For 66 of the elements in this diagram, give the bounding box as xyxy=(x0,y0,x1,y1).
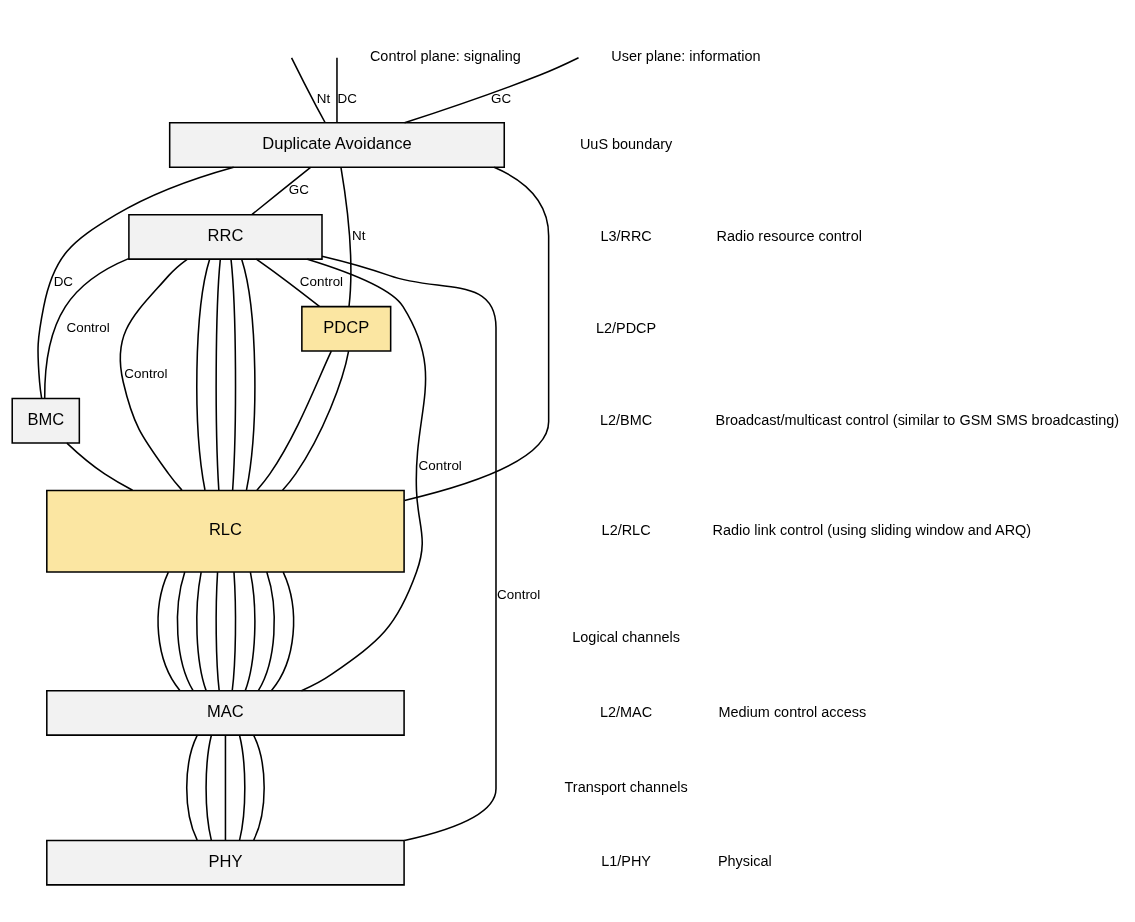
label: Transport channels xyxy=(564,778,688,795)
connector xyxy=(215,570,220,691)
connector xyxy=(157,570,181,691)
connector xyxy=(224,734,227,841)
connector xyxy=(336,56,338,124)
label: User plane: information xyxy=(611,47,761,64)
edge-label: DC xyxy=(53,273,74,289)
connector xyxy=(300,257,427,691)
edge-label: Control xyxy=(497,586,541,602)
connector xyxy=(290,56,326,123)
connector xyxy=(66,441,134,491)
edge-label: GC xyxy=(288,181,309,197)
label: UuS boundary xyxy=(579,135,673,152)
connector xyxy=(215,258,222,491)
connector xyxy=(255,257,321,307)
label: L2/BMC xyxy=(600,411,653,428)
label: L2/PDCP xyxy=(596,319,657,336)
label: L1/PHY xyxy=(601,852,651,869)
connector xyxy=(238,734,246,841)
label: Logical channels xyxy=(572,628,680,645)
edge-label: Control xyxy=(66,319,110,335)
edge-label: DC xyxy=(337,90,357,106)
edge-label: Control xyxy=(299,273,344,289)
node-box: RLC xyxy=(46,489,405,573)
connector xyxy=(257,570,275,691)
connector xyxy=(321,254,497,841)
edge-label: Control xyxy=(418,457,462,473)
connector xyxy=(251,166,312,215)
connector xyxy=(240,258,256,491)
node-box: Duplicate Avoidance xyxy=(168,121,506,168)
connector xyxy=(196,570,207,691)
connector xyxy=(196,258,211,491)
connector xyxy=(244,570,256,691)
connector xyxy=(37,165,235,399)
connector xyxy=(119,258,188,491)
node-box: MAC xyxy=(46,689,405,736)
label: Radio resource control xyxy=(716,227,862,244)
node-box: PHY xyxy=(46,839,405,886)
edge-label: Nt xyxy=(316,90,331,106)
edge-label: Nt xyxy=(351,227,366,243)
label: Control plane: signaling xyxy=(369,47,521,64)
node-box: BMC xyxy=(11,397,81,444)
label: Physical xyxy=(717,852,772,869)
connector xyxy=(340,166,352,307)
label: L2/MAC xyxy=(600,703,653,720)
label: Radio link control (using sliding window and ARQ) xyxy=(712,521,1032,538)
connector xyxy=(281,349,350,491)
connector xyxy=(252,734,265,841)
connector xyxy=(176,570,194,691)
node-box: RRC xyxy=(128,213,323,260)
connector xyxy=(403,56,580,124)
edge-label: GC xyxy=(491,90,512,106)
label: Medium control access xyxy=(718,703,867,720)
label: Broadcast/multicast control (similar to GSM SMS broadcasting) xyxy=(715,411,1120,428)
connector xyxy=(270,570,295,691)
connector xyxy=(403,166,550,501)
label: L3/RRC xyxy=(600,227,652,244)
connector xyxy=(230,258,237,491)
connector xyxy=(205,734,213,841)
connector xyxy=(185,734,198,841)
connector xyxy=(256,349,333,491)
edge-label: Control xyxy=(124,365,168,381)
node-box: PDCP xyxy=(301,305,392,352)
connector xyxy=(43,257,130,399)
label: L2/RLC xyxy=(601,521,651,538)
connector xyxy=(231,570,237,691)
